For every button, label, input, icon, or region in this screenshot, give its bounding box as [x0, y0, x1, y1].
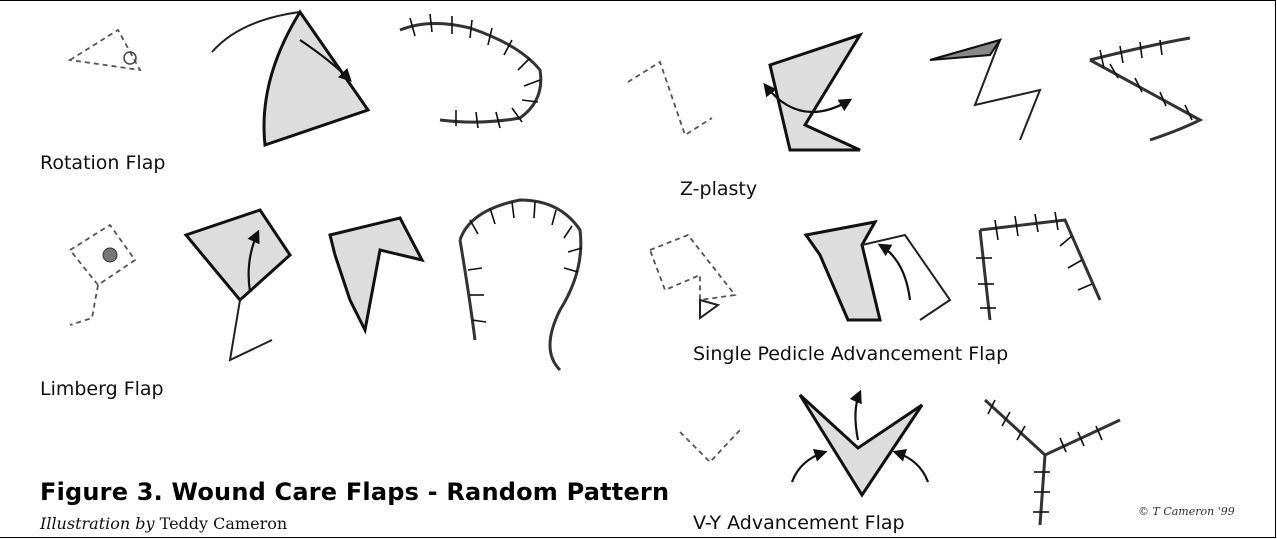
credit-prefix: Illustration by — [40, 514, 155, 533]
credit-name: Teddy Cameron — [160, 514, 288, 533]
rotation-flap-label: Rotation Flap — [40, 152, 165, 174]
artist-signature: © T Cameron '99 — [1138, 505, 1235, 518]
rotation-flap-drawings — [70, 12, 541, 145]
zplasty-drawings — [628, 35, 1200, 150]
single-pedicle-label: Single Pedicle Advancement Flap — [693, 343, 1008, 365]
limberg-flap-label: Limberg Flap — [40, 378, 164, 400]
limberg-flap-drawings — [70, 200, 582, 370]
vy-flap-label: V-Y Advancement Flap — [693, 512, 905, 534]
figure-credit: Illustration by Teddy Cameron — [40, 514, 287, 533]
figure-title: Figure 3. Wound Care Flaps - Random Patt… — [40, 478, 669, 506]
vy-drawings — [680, 392, 1120, 525]
zplasty-label: Z-plasty — [680, 178, 757, 200]
single-pedicle-drawings — [650, 212, 1100, 320]
